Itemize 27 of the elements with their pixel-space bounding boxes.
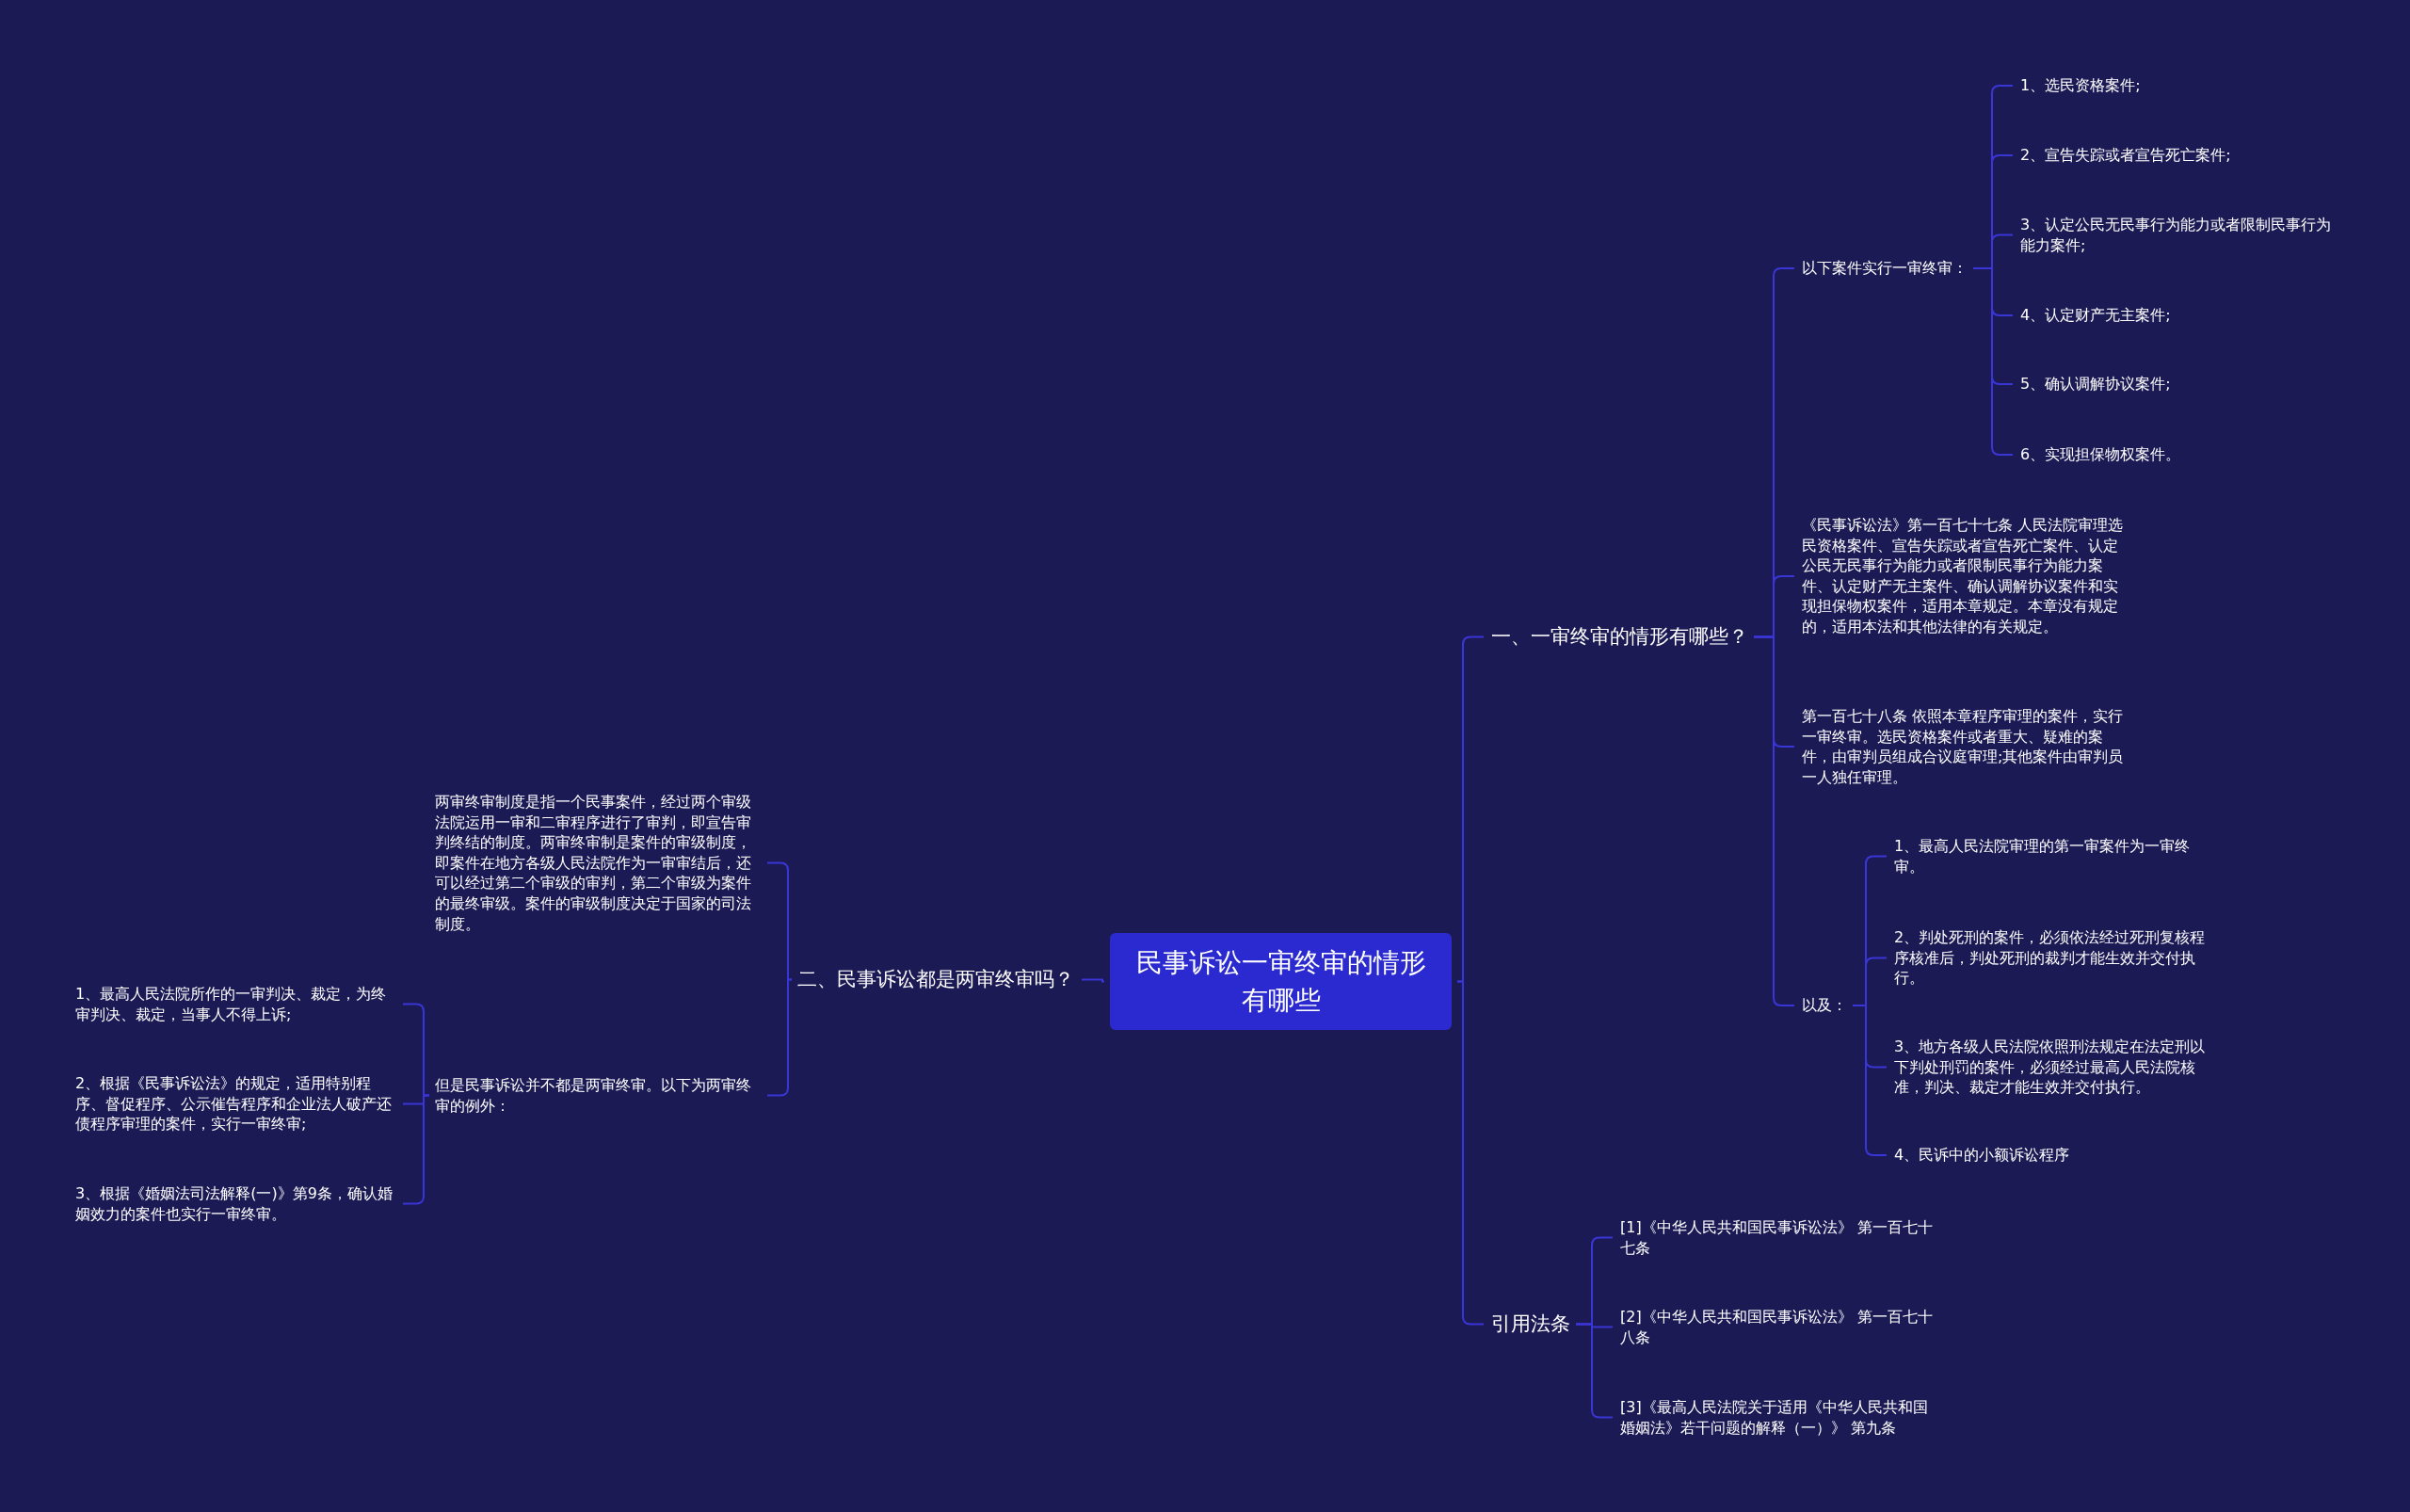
connector-line: [1081, 978, 1105, 983]
central-topic-box: 民事诉讼一审终审的情形有哪些: [1110, 933, 1452, 1030]
branch-text: 以下案件实行一审终审：: [1802, 258, 1968, 279]
branch-text: 《民事诉讼法》第一百七十七条 人民法院审理选民资格案件、宣告失踪或者宣告死亡案件、认定公民无民事行为能力或者限制民事行为能力案件、认定财产无主案件、确认调解协议案件和实现担保物权案件，适用本章规定。本章没有规定的，适用本法和其他法律的有关规定。: [1802, 515, 2127, 637]
branch-text: 6、实现担保物权案件。: [2020, 444, 2340, 465]
topic-text: 引用法条: [1491, 1311, 1570, 1338]
branch-text: 3、认定公民无民事行为能力或者限制民事行为能力案件;: [2020, 215, 2340, 256]
branch-text: 第一百七十八条 依照本章程序审理的案件，实行一审终审。选民资格案件或者重大、疑难的案件，由审判员组成合议庭审理;其他案件由审判员一人独任审理。: [1802, 706, 2127, 788]
branch-text: 2、宣告失踪或者宣告死亡案件;: [2020, 145, 2340, 166]
branch-text: 1、选民资格案件;: [2020, 75, 2340, 96]
branch-text: 3、地方各级人民法院依照刑法规定在法定刑以下判处刑罚的案件，必须经过最高人民法院核准，判决、裁定才能生效并交付执行。: [1894, 1037, 2219, 1098]
branch-text: [3]《最高人民法院关于适用《中华人民共和国婚姻法》若干问题的解释（一）》 第九条: [1620, 1397, 1940, 1439]
branch-text: [2]《中华人民共和国民事诉讼法》 第一百七十八条: [1620, 1307, 1940, 1348]
branch-text: 3、根据《婚姻法司法解释(一)》第9条，确认婚姻效力的案件也实行一审终审。: [75, 1183, 395, 1225]
branch-text: 5、确认调解协议案件;: [2020, 374, 2340, 394]
branch-text: 1、最高人民法院所作的一审判决、裁定，为终审判决、裁定，当事人不得上诉;: [75, 984, 395, 1025]
branch-text: 2、根据《民事诉讼法》的规定，适用特别程序、督促程序、公示催告程序和企业法人破产还债程序审理的案件，实行一审终审;: [75, 1073, 395, 1134]
branch-text: 两审终审制度是指一个民事案件，经过两个审级法院运用一审和二审程序进行了审判，即宣告审判终结的制度。两审终审制是案件的审级制度，即案件在地方各级人民法院作为一审审结后，还可以经过第二个审级的审判，第二个审级为案件的最终审级。案件的审级制度决定于国家的司法制度。: [435, 792, 760, 935]
topic-text: 二、民事诉讼都是两审终审吗？: [797, 967, 1074, 993]
topic-text: 一、一审终审的情形有哪些？: [1491, 624, 1748, 651]
branch-text: 1、最高人民法院审理的第一审案件为一审终审。: [1894, 836, 2219, 877]
branch-text: [1]《中华人民共和国民事诉讼法》 第一百七十七条: [1620, 1217, 1940, 1259]
branch-text: 4、民诉中的小额诉讼程序: [1894, 1145, 2219, 1166]
branch-text: 4、认定财产无主案件;: [2020, 305, 2340, 326]
branch-text: 以及：: [1802, 995, 1847, 1016]
branch-text: 但是民事诉讼并不都是两审终审。以下为两审终审的例外：: [435, 1075, 760, 1117]
branch-text: 2、判处死刑的案件，必须依法经过死刑复核程序核准后，判处死刑的裁判才能生效并交付执行。: [1894, 927, 2219, 989]
